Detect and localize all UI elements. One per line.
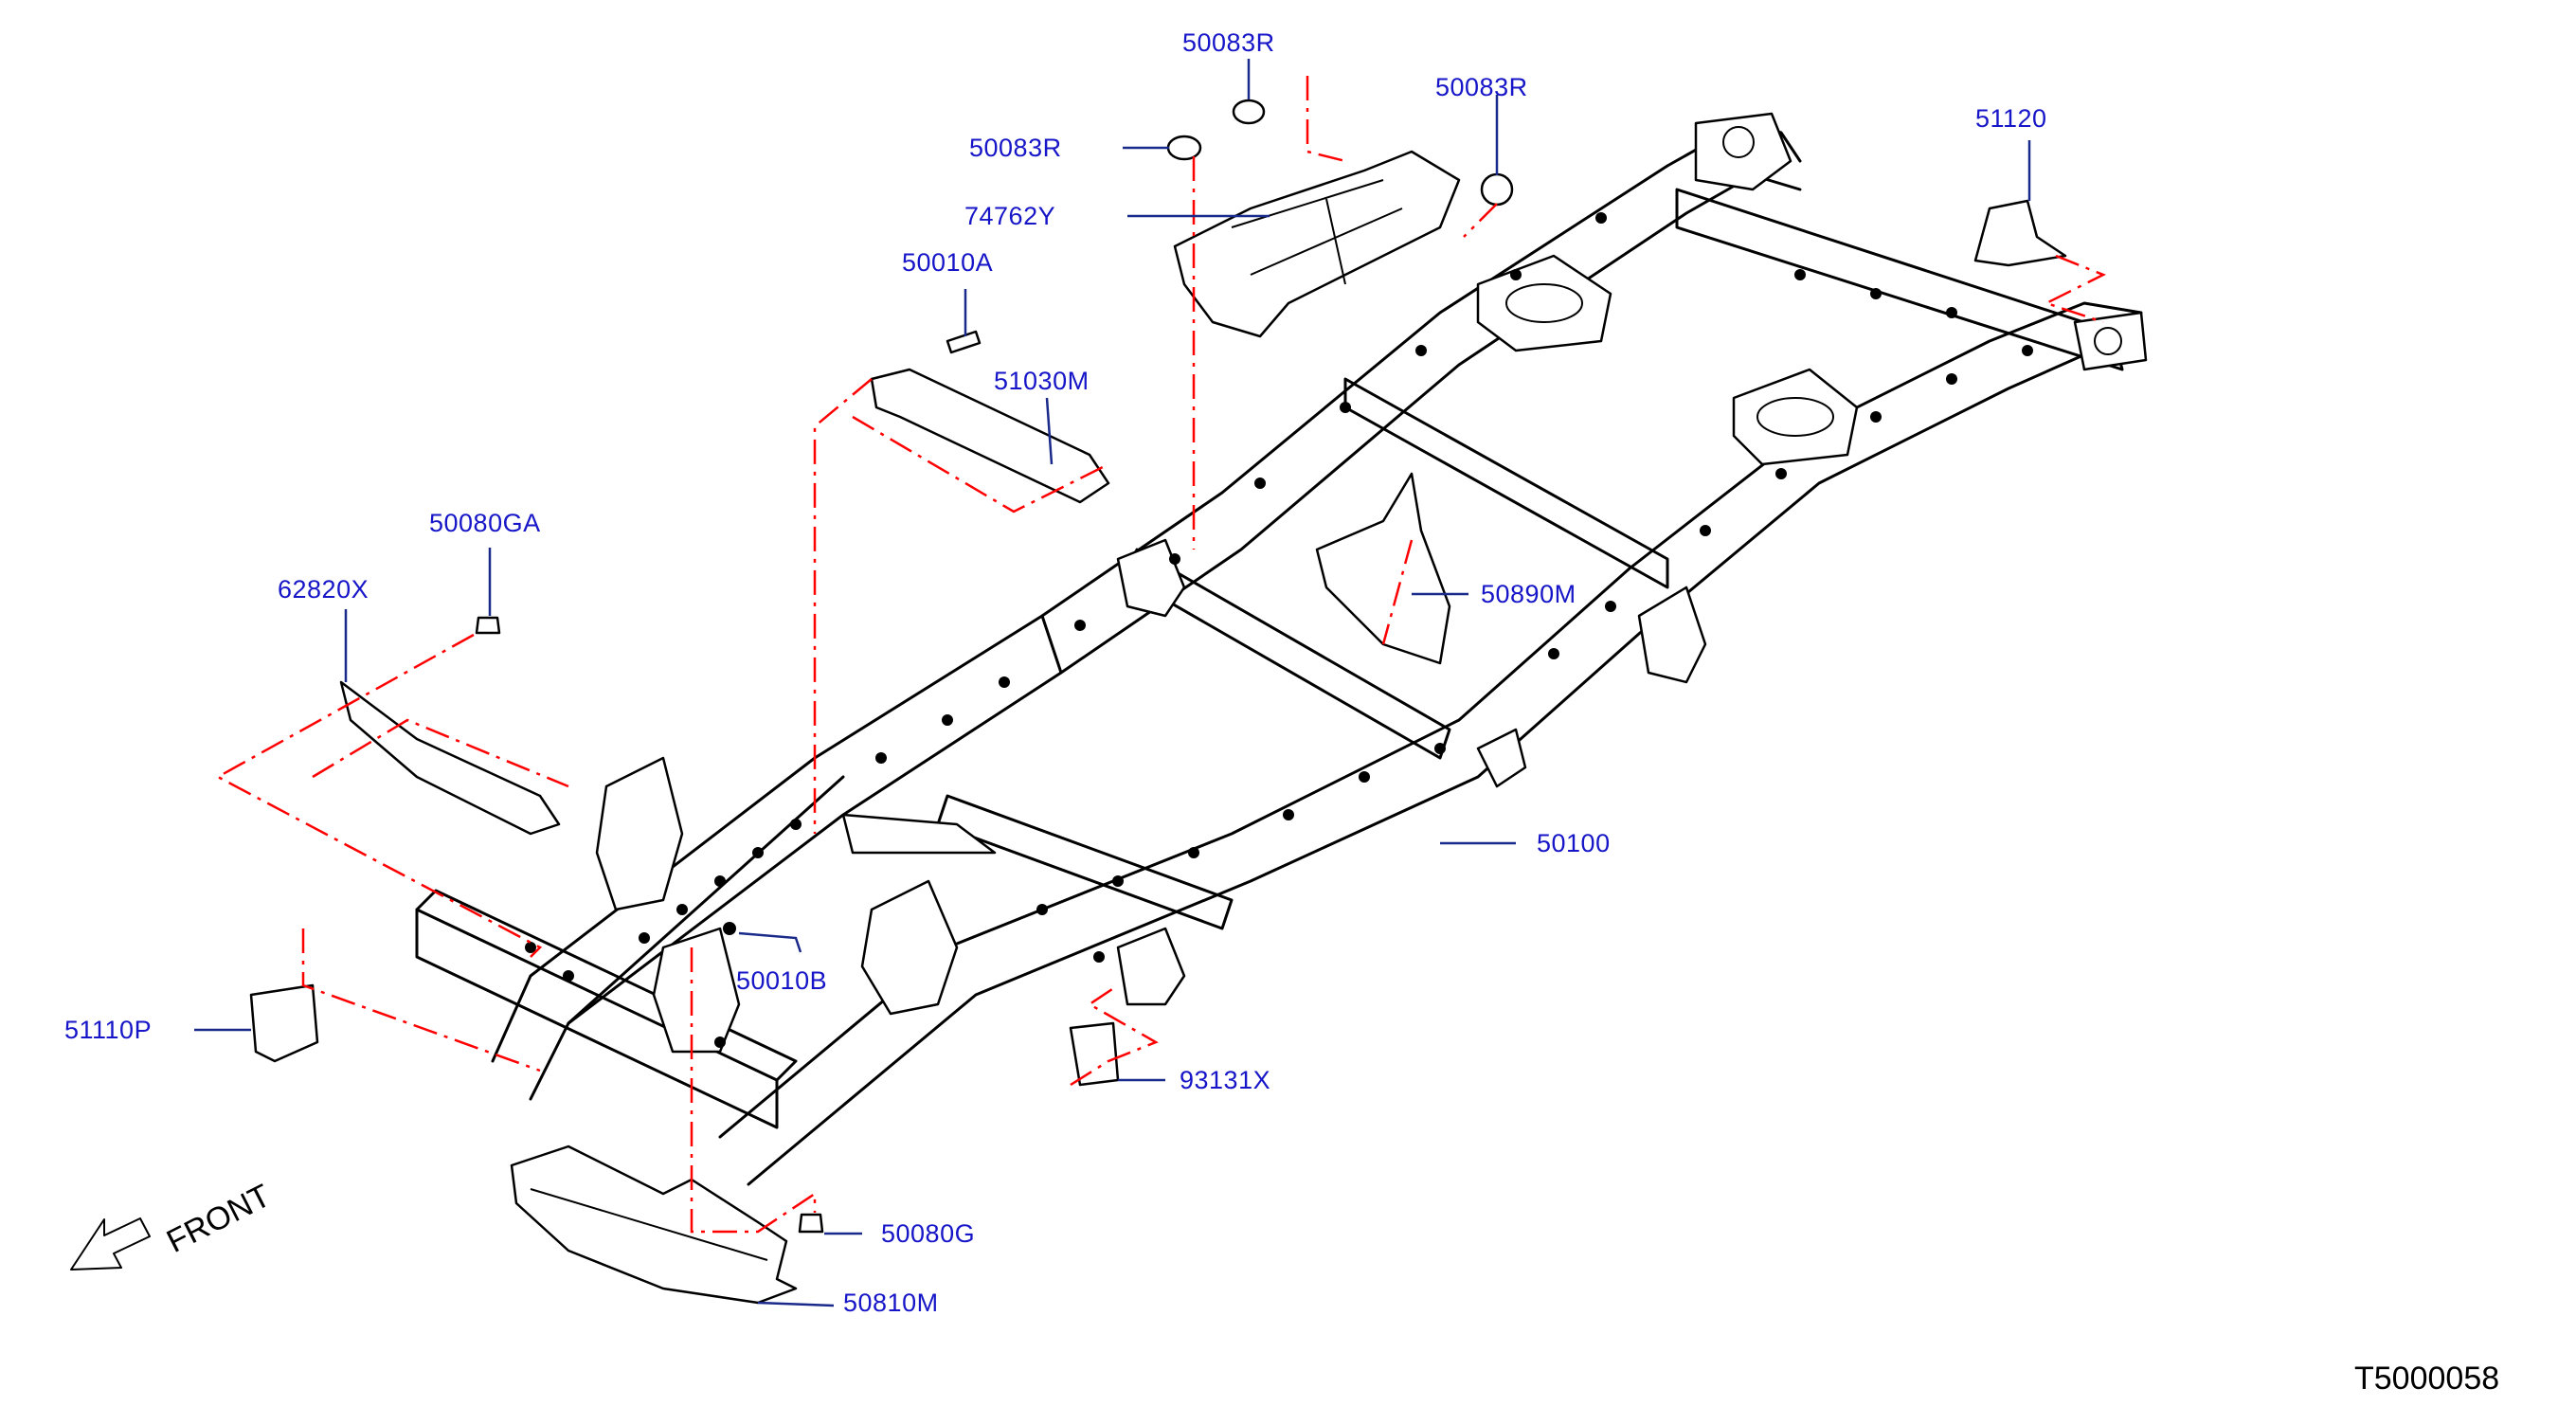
callout-50083R-left: 50083R xyxy=(969,134,1062,162)
bolt-50080GA xyxy=(475,616,501,635)
bolt-50010A xyxy=(946,330,982,354)
callout-50080GA: 50080GA xyxy=(429,509,541,537)
callout-51120: 51120 xyxy=(1975,104,2047,133)
bracket-62820X xyxy=(339,680,561,836)
callout-51110P: 51110P xyxy=(64,1016,153,1044)
plug-50083R-a xyxy=(1232,99,1266,125)
bolt-50010B xyxy=(723,922,736,935)
assembly-lines xyxy=(215,76,2107,1234)
bracket-93131X xyxy=(1069,1021,1120,1087)
bracket-51120 xyxy=(1973,199,2067,267)
heat-shield-50890M xyxy=(1315,472,1451,665)
callout-50810M: 50810M xyxy=(843,1289,939,1317)
callout-50083R-top: 50083R xyxy=(1182,28,1275,57)
callout-93131X: 93131X xyxy=(1180,1066,1271,1094)
callout-51030M: 51030M xyxy=(994,367,1090,395)
diagram-code: T5000058 xyxy=(2354,1361,2500,1397)
leader-lines xyxy=(194,59,2031,1307)
callout-50890M: 50890M xyxy=(1481,580,1576,608)
callout-50100: 50100 xyxy=(1537,829,1611,857)
front-arrow-icon xyxy=(70,1217,151,1271)
heat-insulator-74762Y xyxy=(1173,150,1461,338)
callout-50080G: 50080G xyxy=(881,1219,976,1248)
main-frame-50100 xyxy=(415,112,2148,1186)
callout-50010B: 50010B xyxy=(736,966,828,995)
callout-50083R-right: 50083R xyxy=(1435,73,1528,101)
skid-plate-50810M xyxy=(510,1145,798,1305)
callout-62820X: 62820X xyxy=(278,575,369,604)
callout-74762Y: 74762Y xyxy=(964,202,1056,230)
callout-50010A: 50010A xyxy=(902,248,994,277)
bracket-51110P xyxy=(249,983,319,1063)
bolt-50080G xyxy=(798,1213,824,1234)
plug-50083R-b xyxy=(1166,135,1202,161)
plug-50083R-c xyxy=(1480,172,1514,207)
bracket-51030M xyxy=(870,368,1110,504)
